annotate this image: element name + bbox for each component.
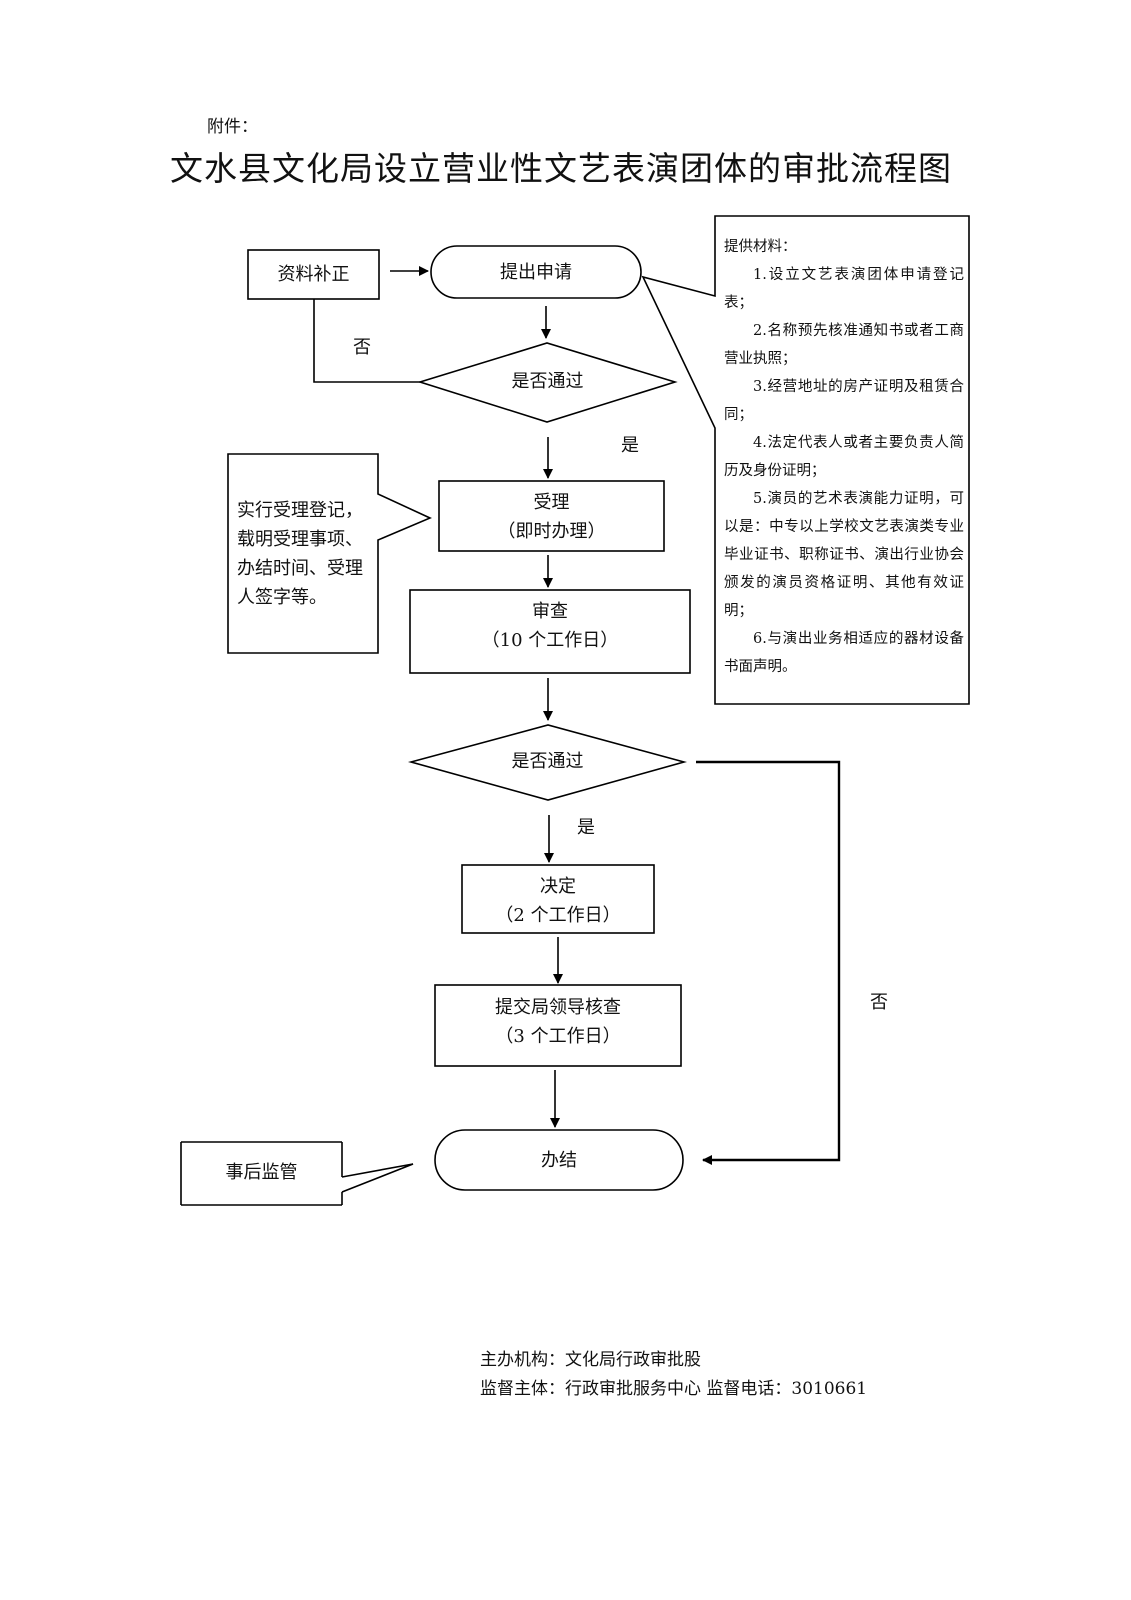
- leader-review-box: [434, 984, 682, 1067]
- materials-item: 1.设立文艺表演团体申请登记表；: [724, 267, 964, 311]
- line-check2-no-to-finish: [696, 760, 841, 1165]
- materials-item: 6.与演出业务相适应的器材设备书面声明。: [724, 631, 964, 675]
- edge-label-no-1: 否: [353, 337, 371, 358]
- review-title: 审查: [532, 601, 568, 622]
- apply-node[interactable]: 提出申请: [500, 262, 572, 283]
- materials-item: 5.演员的艺术表演能力证明，可以是：中专以上学校文艺表演类专业毕业证书、职称证书…: [724, 491, 964, 619]
- edge-label-no-2: 否: [870, 992, 888, 1013]
- check1-node[interactable]: 是否通过: [511, 371, 584, 392]
- accept-note-line: 人签字等。: [237, 587, 327, 608]
- attachment-label: 附件：: [207, 117, 258, 137]
- accept-note-line: 办结时间、受理: [237, 558, 363, 579]
- footer-organizer: 主办机构：文化局行政审批股: [480, 1350, 701, 1370]
- materials-item: 4.法定代表人或者主要负责人简历及身份证明；: [724, 435, 964, 479]
- accept-note-callout-border: [227, 453, 432, 654]
- finish-terminator: [434, 1129, 684, 1191]
- accept-title: 受理: [533, 492, 570, 513]
- decide-title: 决定: [540, 876, 576, 897]
- accept-node[interactable]: 受理 （即时办理）: [439, 488, 664, 546]
- page-title: 文水县文化局设立营业性文艺表演团体的审批流程图: [170, 149, 952, 188]
- decision-diamond-1: [417, 342, 678, 423]
- decision-diamond-2: [407, 724, 688, 801]
- supplement-node[interactable]: 资料补正: [277, 264, 350, 285]
- footer-supervisor: 监督主体：行政审批服务中心 监督电话：3010661: [480, 1379, 868, 1399]
- edge-label-yes-2: 是: [577, 817, 595, 838]
- accept-duration: （即时办理）: [497, 521, 606, 542]
- apply-terminator: [430, 245, 642, 299]
- leader-review-node[interactable]: 提交局领导核查 （3 个工作日）: [435, 993, 681, 1051]
- materials-list: 提供材料： 1.设立文艺表演团体申请登记表； 2.名称预先核准通知书或者工商营业…: [724, 233, 964, 681]
- accept-note-line: 载明受理事项、: [237, 529, 363, 550]
- edge-label-yes-1: 是: [621, 435, 639, 456]
- accept-note: 实行受理登记， 载明受理事项、 办结时间、受理 人签字等。: [237, 496, 377, 612]
- check2-node[interactable]: 是否通过: [511, 751, 584, 772]
- decide-node[interactable]: 决定 （2 个工作日）: [462, 872, 654, 930]
- materials-heading: 提供材料：: [724, 239, 797, 255]
- review-box: [409, 589, 691, 674]
- decide-duration: （2 个工作日）: [495, 905, 621, 926]
- materials-callout-border: [641, 215, 970, 705]
- decide-box: [461, 864, 655, 934]
- review-duration: （10 个工作日）: [481, 630, 619, 651]
- materials-item: 2.名称预先核准通知书或者工商营业执照；: [724, 323, 964, 367]
- leader-review-title: 提交局领导核查: [495, 997, 621, 1018]
- review-node[interactable]: 审查 （10 个工作日）: [410, 597, 690, 655]
- accept-box: [438, 480, 665, 552]
- finish-node[interactable]: 办结: [541, 1150, 577, 1171]
- supervision-node[interactable]: 事后监管: [225, 1162, 298, 1183]
- materials-item: 3.经营地址的房产证明及租赁合同；: [724, 379, 964, 423]
- accept-note-line: 实行受理登记，: [237, 500, 363, 521]
- leader-review-duration: （3 个工作日）: [495, 1026, 621, 1047]
- line-check1-no-to-supplement: [313, 299, 420, 383]
